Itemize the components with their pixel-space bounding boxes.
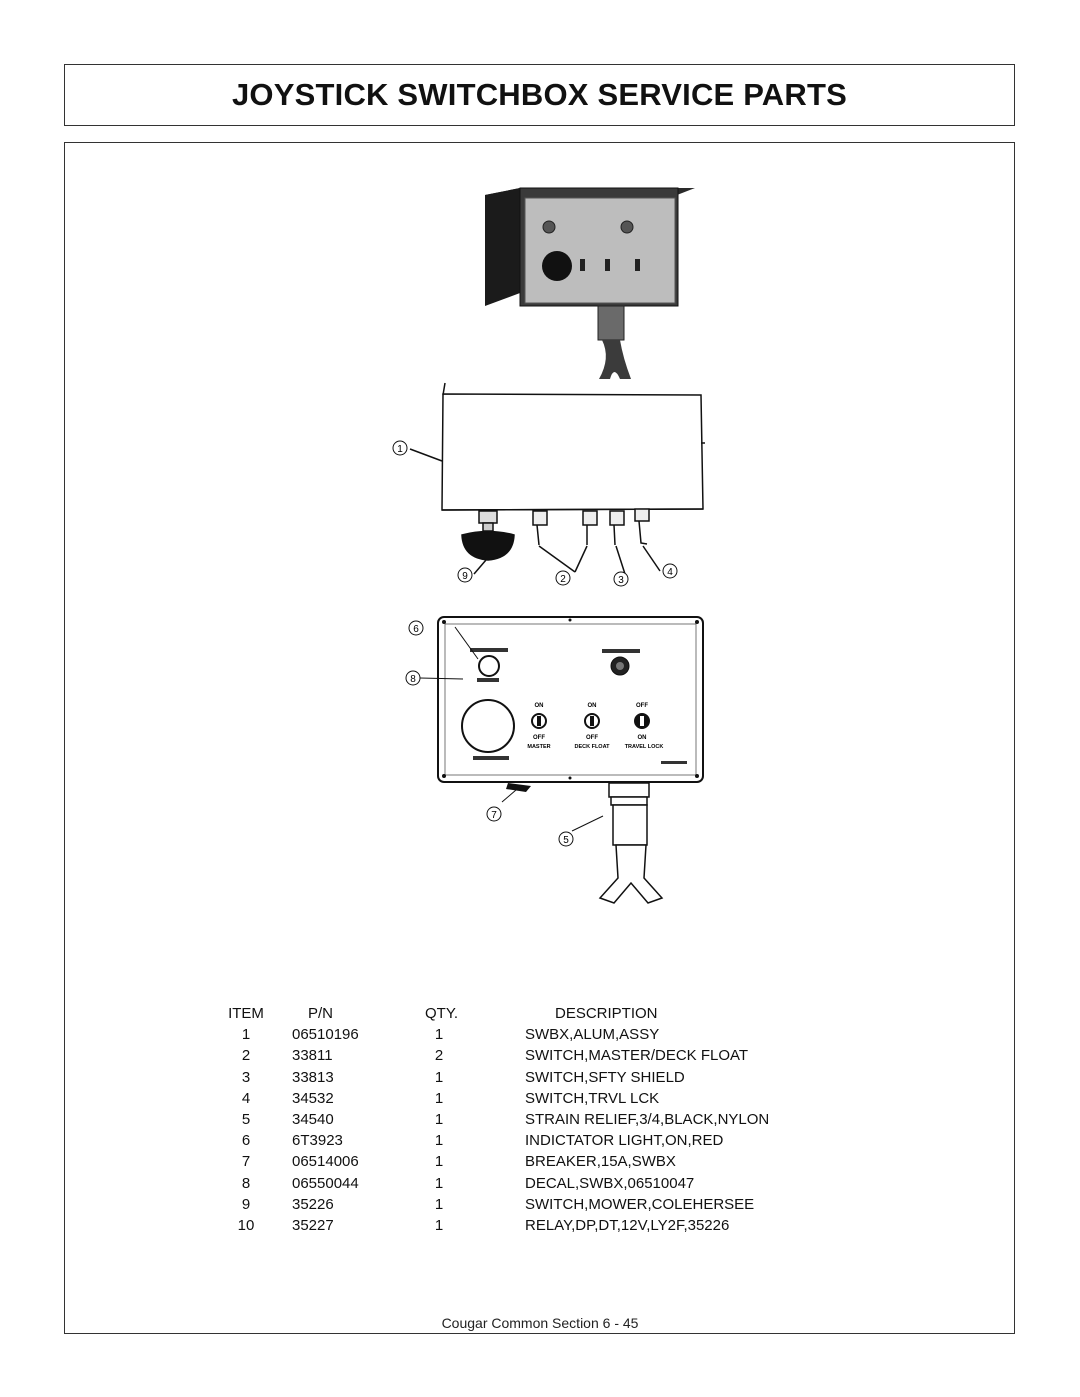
header-qty: QTY. (425, 1005, 459, 1022)
cell-qty: 1 (434, 1132, 444, 1150)
cell-qty: 1 (434, 1110, 444, 1128)
cell-item: 7 (241, 1153, 251, 1171)
svg-text:8: 8 (410, 674, 416, 685)
callout-8: 8 (405, 670, 421, 686)
callout-3: 3 (613, 571, 629, 587)
callout-9: 9 (457, 567, 473, 583)
title-box: JOYSTICK SWITCHBOX SERVICE PARTS (64, 64, 1015, 126)
header-pn: P/N (308, 1005, 334, 1022)
header-description: DESCRIPTION (555, 1005, 658, 1022)
svg-text:7: 7 (491, 810, 497, 821)
cell-item: 10 (237, 1216, 255, 1234)
content-box: ON ON OFF OFF OFF ON MASTER DECK FLOAT T… (64, 142, 1015, 1334)
panel-label-on-1: ON (535, 703, 544, 709)
cell-description: SWBX,ALUM,ASSY (525, 1026, 660, 1044)
cell-qty: 2 (434, 1047, 444, 1065)
svg-text:2: 2 (560, 574, 566, 585)
cell-qty: 1 (434, 1068, 444, 1086)
cell-pn: 06510196 (292, 1026, 359, 1044)
cell-item: 9 (241, 1195, 251, 1213)
cell-pn: 35226 (292, 1195, 334, 1213)
svg-text:6: 6 (413, 624, 419, 635)
cell-item: 4 (241, 1089, 251, 1107)
cell-description: DECAL,SWBX,06510047 (525, 1174, 695, 1192)
cell-description: BREAKER,15A,SWBX (525, 1153, 676, 1171)
cell-pn: 33811 (292, 1047, 333, 1065)
cell-qty: 1 (434, 1153, 444, 1171)
callout-6: 6 (408, 620, 424, 636)
switchbox-illustration: ON ON OFF OFF OFF ON MASTER DECK FLOAT T… (392, 187, 705, 904)
cell-pn: 33813 (292, 1068, 334, 1086)
panel-label-master: MASTER (527, 744, 550, 750)
cell-pn: 6T3923 (292, 1132, 343, 1150)
callout-2: 2 (555, 570, 571, 586)
panel-label-off-3: OFF (636, 703, 648, 709)
cell-description: SWITCH,MOWER,COLEHERSEE (525, 1195, 755, 1213)
callout-5: 5 (558, 831, 574, 847)
panel-label-on-2: ON (588, 703, 597, 709)
callout-7: 7 (486, 806, 502, 822)
cell-description: STRAIN RELIEF,3/4,BLACK,NYLON (525, 1110, 770, 1128)
cell-qty: 1 (434, 1174, 444, 1192)
cell-pn: 34532 (292, 1089, 334, 1107)
cell-pn: 06550044 (292, 1174, 359, 1192)
cell-description: SWITCH,MASTER/DECK FLOAT (525, 1047, 749, 1065)
cell-qty: 1 (434, 1026, 444, 1044)
cell-item: 1 (241, 1026, 251, 1044)
cell-qty: 1 (434, 1089, 444, 1107)
panel-label-off-1: OFF (533, 735, 545, 741)
panel-label-deck-float: DECK FLOAT (574, 744, 610, 750)
cell-item: 6 (241, 1132, 251, 1150)
cell-item: 2 (241, 1047, 251, 1065)
callouts: 1 9 2 3 4 6 8 7 5 (392, 440, 678, 847)
cell-pn: 34540 (292, 1110, 334, 1128)
svg-text:1: 1 (397, 444, 403, 455)
cell-item: 8 (241, 1174, 251, 1192)
callout-4: 4 (662, 563, 678, 579)
page-footer: Cougar Common Section 6 - 45 (441, 1315, 639, 1331)
switchbox-side-view (409, 382, 705, 575)
switchbox-front-panel: ON ON OFF OFF OFF ON MASTER DECK FLOAT T… (419, 616, 704, 904)
cell-qty: 1 (434, 1195, 444, 1213)
svg-text:5: 5 (563, 835, 569, 846)
panel-label-travel-lock: TRAVEL LOCK (625, 744, 664, 750)
page-title: JOYSTICK SWITCHBOX SERVICE PARTS (231, 77, 847, 112)
cell-description: INDICTATOR LIGHT,ON,RED (525, 1132, 724, 1150)
header-item: ITEM (228, 1005, 264, 1022)
cell-pn: 35227 (292, 1216, 334, 1234)
cell-description: SWITCH,TRVL LCK (525, 1089, 660, 1107)
cell-item: 5 (241, 1110, 251, 1128)
callout-1: 1 (392, 440, 408, 456)
svg-text:9: 9 (462, 571, 468, 582)
cell-item: 3 (241, 1068, 251, 1086)
cell-qty: 1 (434, 1216, 444, 1234)
svg-text:4: 4 (667, 567, 673, 578)
panel-label-on-3: ON (638, 735, 647, 741)
switchbox-photo (485, 187, 695, 379)
cell-pn: 06514006 (292, 1153, 359, 1171)
cell-description: RELAY,DP,DT,12V,LY2F,35226 (525, 1216, 730, 1234)
panel-label-off-2: OFF (586, 735, 598, 741)
cell-description: SWITCH,SFTY SHIELD (525, 1068, 685, 1086)
svg-text:3: 3 (618, 575, 624, 586)
